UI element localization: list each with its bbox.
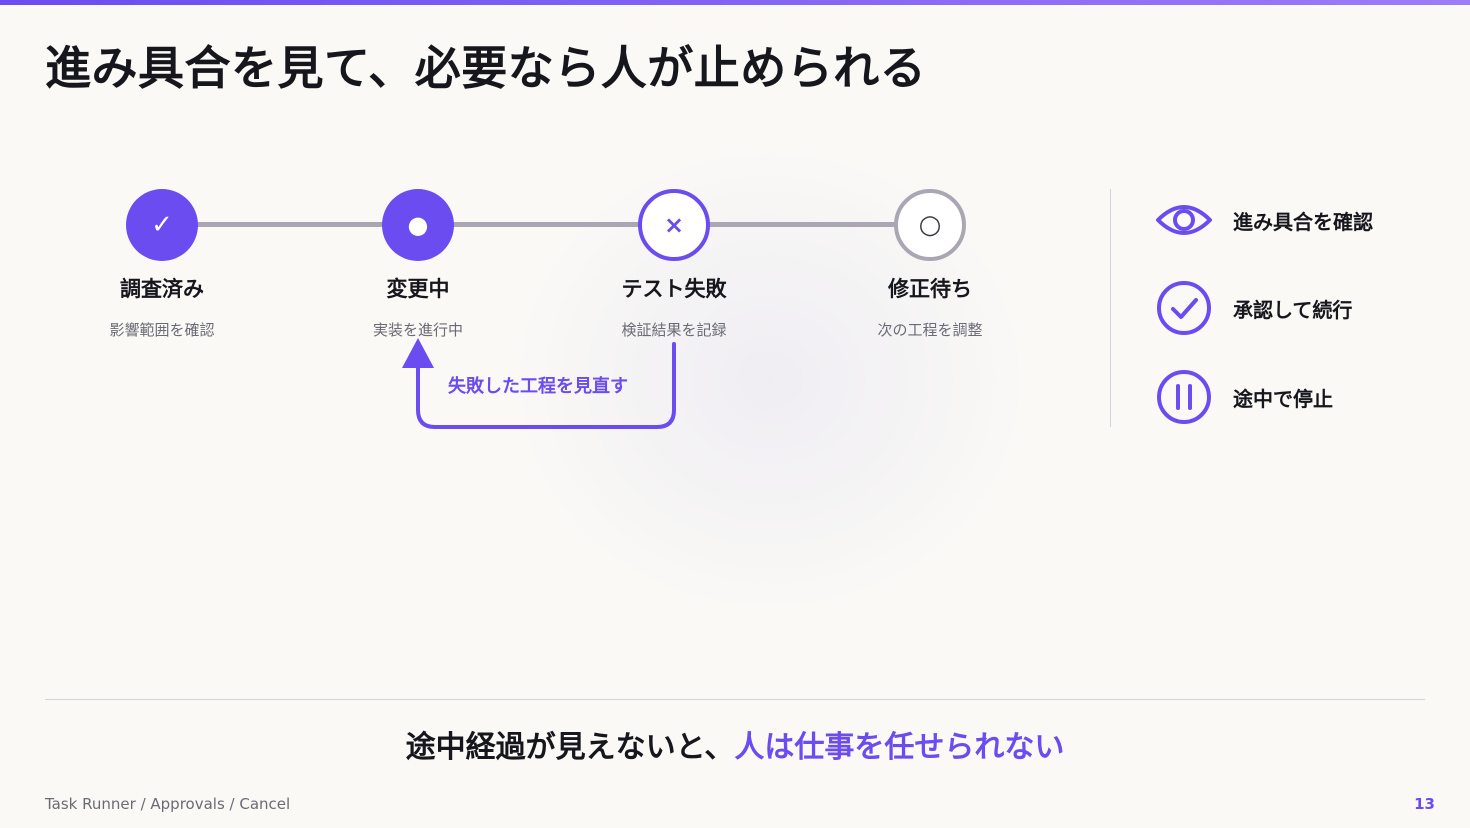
step-label: 調査済み xyxy=(120,277,204,301)
takeaway-prefix: 途中経過が見えないと、 xyxy=(405,730,735,765)
check-circle-icon xyxy=(1155,280,1213,336)
accent-top-bar xyxy=(0,0,1470,5)
action-label: 進み具合を確認 xyxy=(1233,209,1373,234)
step-status-current-icon: ● xyxy=(382,189,454,261)
action-view-progress[interactable]: 進み具合を確認 xyxy=(1155,192,1373,248)
step-label: テスト失敗 xyxy=(621,277,727,301)
action-approve-continue[interactable]: 承認して続行 xyxy=(1155,280,1352,336)
step-status-pending-icon: ○ xyxy=(894,189,966,261)
step-in-progress: ● 変更中 実装を進行中 xyxy=(328,189,508,340)
bottom-divider xyxy=(45,699,1425,700)
step-status-failed-icon: × xyxy=(638,189,710,261)
loop-label: 失敗した工程を見直す xyxy=(448,376,628,397)
step-description: 実装を進行中 xyxy=(372,321,463,339)
step-awaiting-fix: ○ 修正待ち 次の工程を調整 xyxy=(840,189,1020,340)
progress-track xyxy=(162,222,930,227)
step-investigated: ✓ 調査済み 影響範囲を確認 xyxy=(72,189,252,340)
pause-circle-icon xyxy=(1155,369,1213,425)
arrow-head-icon xyxy=(402,338,434,368)
action-label: 途中で停止 xyxy=(1233,386,1333,411)
eye-icon xyxy=(1155,192,1213,248)
step-status-done-icon: ✓ xyxy=(126,189,198,261)
takeaway-message: 途中経過が見えないと、人は仕事を任せられない xyxy=(0,722,1470,766)
action-stop[interactable]: 途中で停止 xyxy=(1155,369,1333,425)
step-test-failed: × テスト失敗 検証結果を記録 xyxy=(584,189,764,340)
takeaway-highlight: 人は仕事を任せられない xyxy=(734,730,1065,765)
step-description: 次の工程を調整 xyxy=(877,321,983,339)
step-label: 変更中 xyxy=(386,277,450,301)
retry-loop-arrow xyxy=(402,338,676,429)
step-description: 影響範囲を確認 xyxy=(109,321,215,339)
action-label: 承認して続行 xyxy=(1233,297,1353,322)
page-title: 進み具合を見て、必要なら人が止められる xyxy=(45,41,927,95)
footer-breadcrumb: Task Runner / Approvals / Cancel xyxy=(45,795,291,813)
step-label: 修正待ち xyxy=(888,277,972,301)
page-number: 13 xyxy=(1414,795,1435,813)
vertical-divider xyxy=(1110,189,1111,427)
progress-flow: ✓ 調査済み 影響範囲を確認 ● 変更中 実装を進行中 × テスト失敗 検証結果… xyxy=(0,0,1100,460)
step-description: 検証結果を記録 xyxy=(621,321,727,339)
